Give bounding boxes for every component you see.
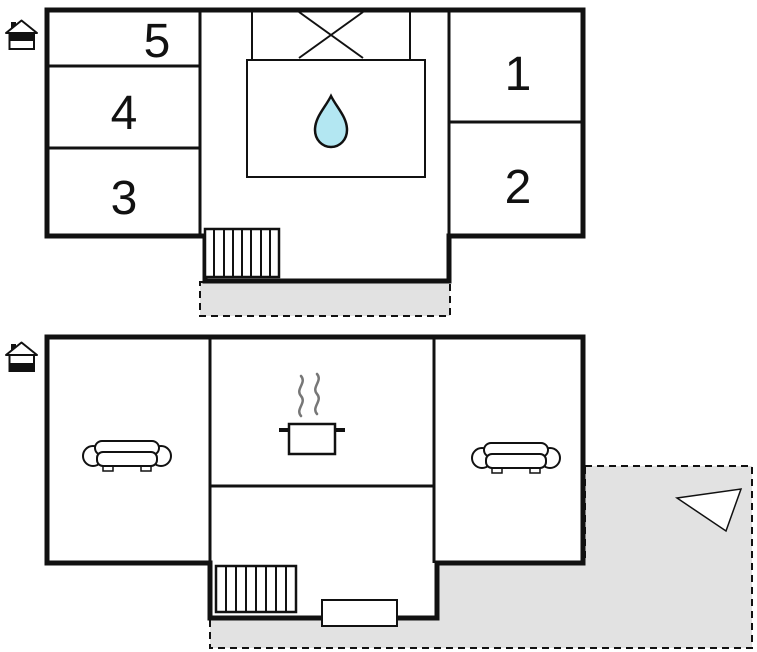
- doormat-icon: [321, 599, 398, 627]
- steam-line: [298, 374, 304, 418]
- sofa-left-icon: [82, 440, 172, 472]
- steam-line: [314, 372, 320, 416]
- room-3-label: 3: [111, 172, 138, 225]
- water-drop-icon: [313, 93, 349, 149]
- room-5-label: 5: [144, 15, 171, 68]
- upper-floor-interior-walls: [47, 10, 583, 236]
- house-roof: [5, 19, 38, 34]
- pot-body: [287, 422, 337, 456]
- staircase-upper-treads: [213, 229, 271, 277]
- bathroom-box: [246, 59, 426, 178]
- staircase-lower-icon: [214, 564, 298, 614]
- direction-triangle-icon: [674, 488, 743, 533]
- upper-terrace-dashed: [199, 281, 451, 317]
- house-upper-level-highlight: [9, 33, 34, 41]
- skylight-cross-icon: [251, 9, 411, 61]
- room-2-label: 2: [505, 161, 532, 214]
- house-level-indicator-upper-icon: [5, 19, 38, 50]
- cooking-pot-icon: [279, 372, 345, 456]
- house-ground-level-highlight: [9, 363, 34, 371]
- staircase-lower-treads: [225, 566, 287, 612]
- house-roof: [5, 341, 38, 356]
- skylight-x-lines: [298, 11, 364, 59]
- room-1-label: 1: [505, 48, 532, 101]
- room-4-label: 4: [111, 87, 138, 140]
- lower-floor-interior-walls: [208, 337, 436, 563]
- sofa-seat: [96, 451, 158, 467]
- house-level-indicator-ground-icon: [5, 341, 38, 372]
- sofa-seat: [485, 453, 547, 469]
- lower-floor-outer-walls: [44, 334, 586, 621]
- staircase-upper-icon: [203, 227, 281, 279]
- sofa-right-icon: [471, 442, 561, 474]
- upper-floor-outer-walls: [44, 7, 586, 284]
